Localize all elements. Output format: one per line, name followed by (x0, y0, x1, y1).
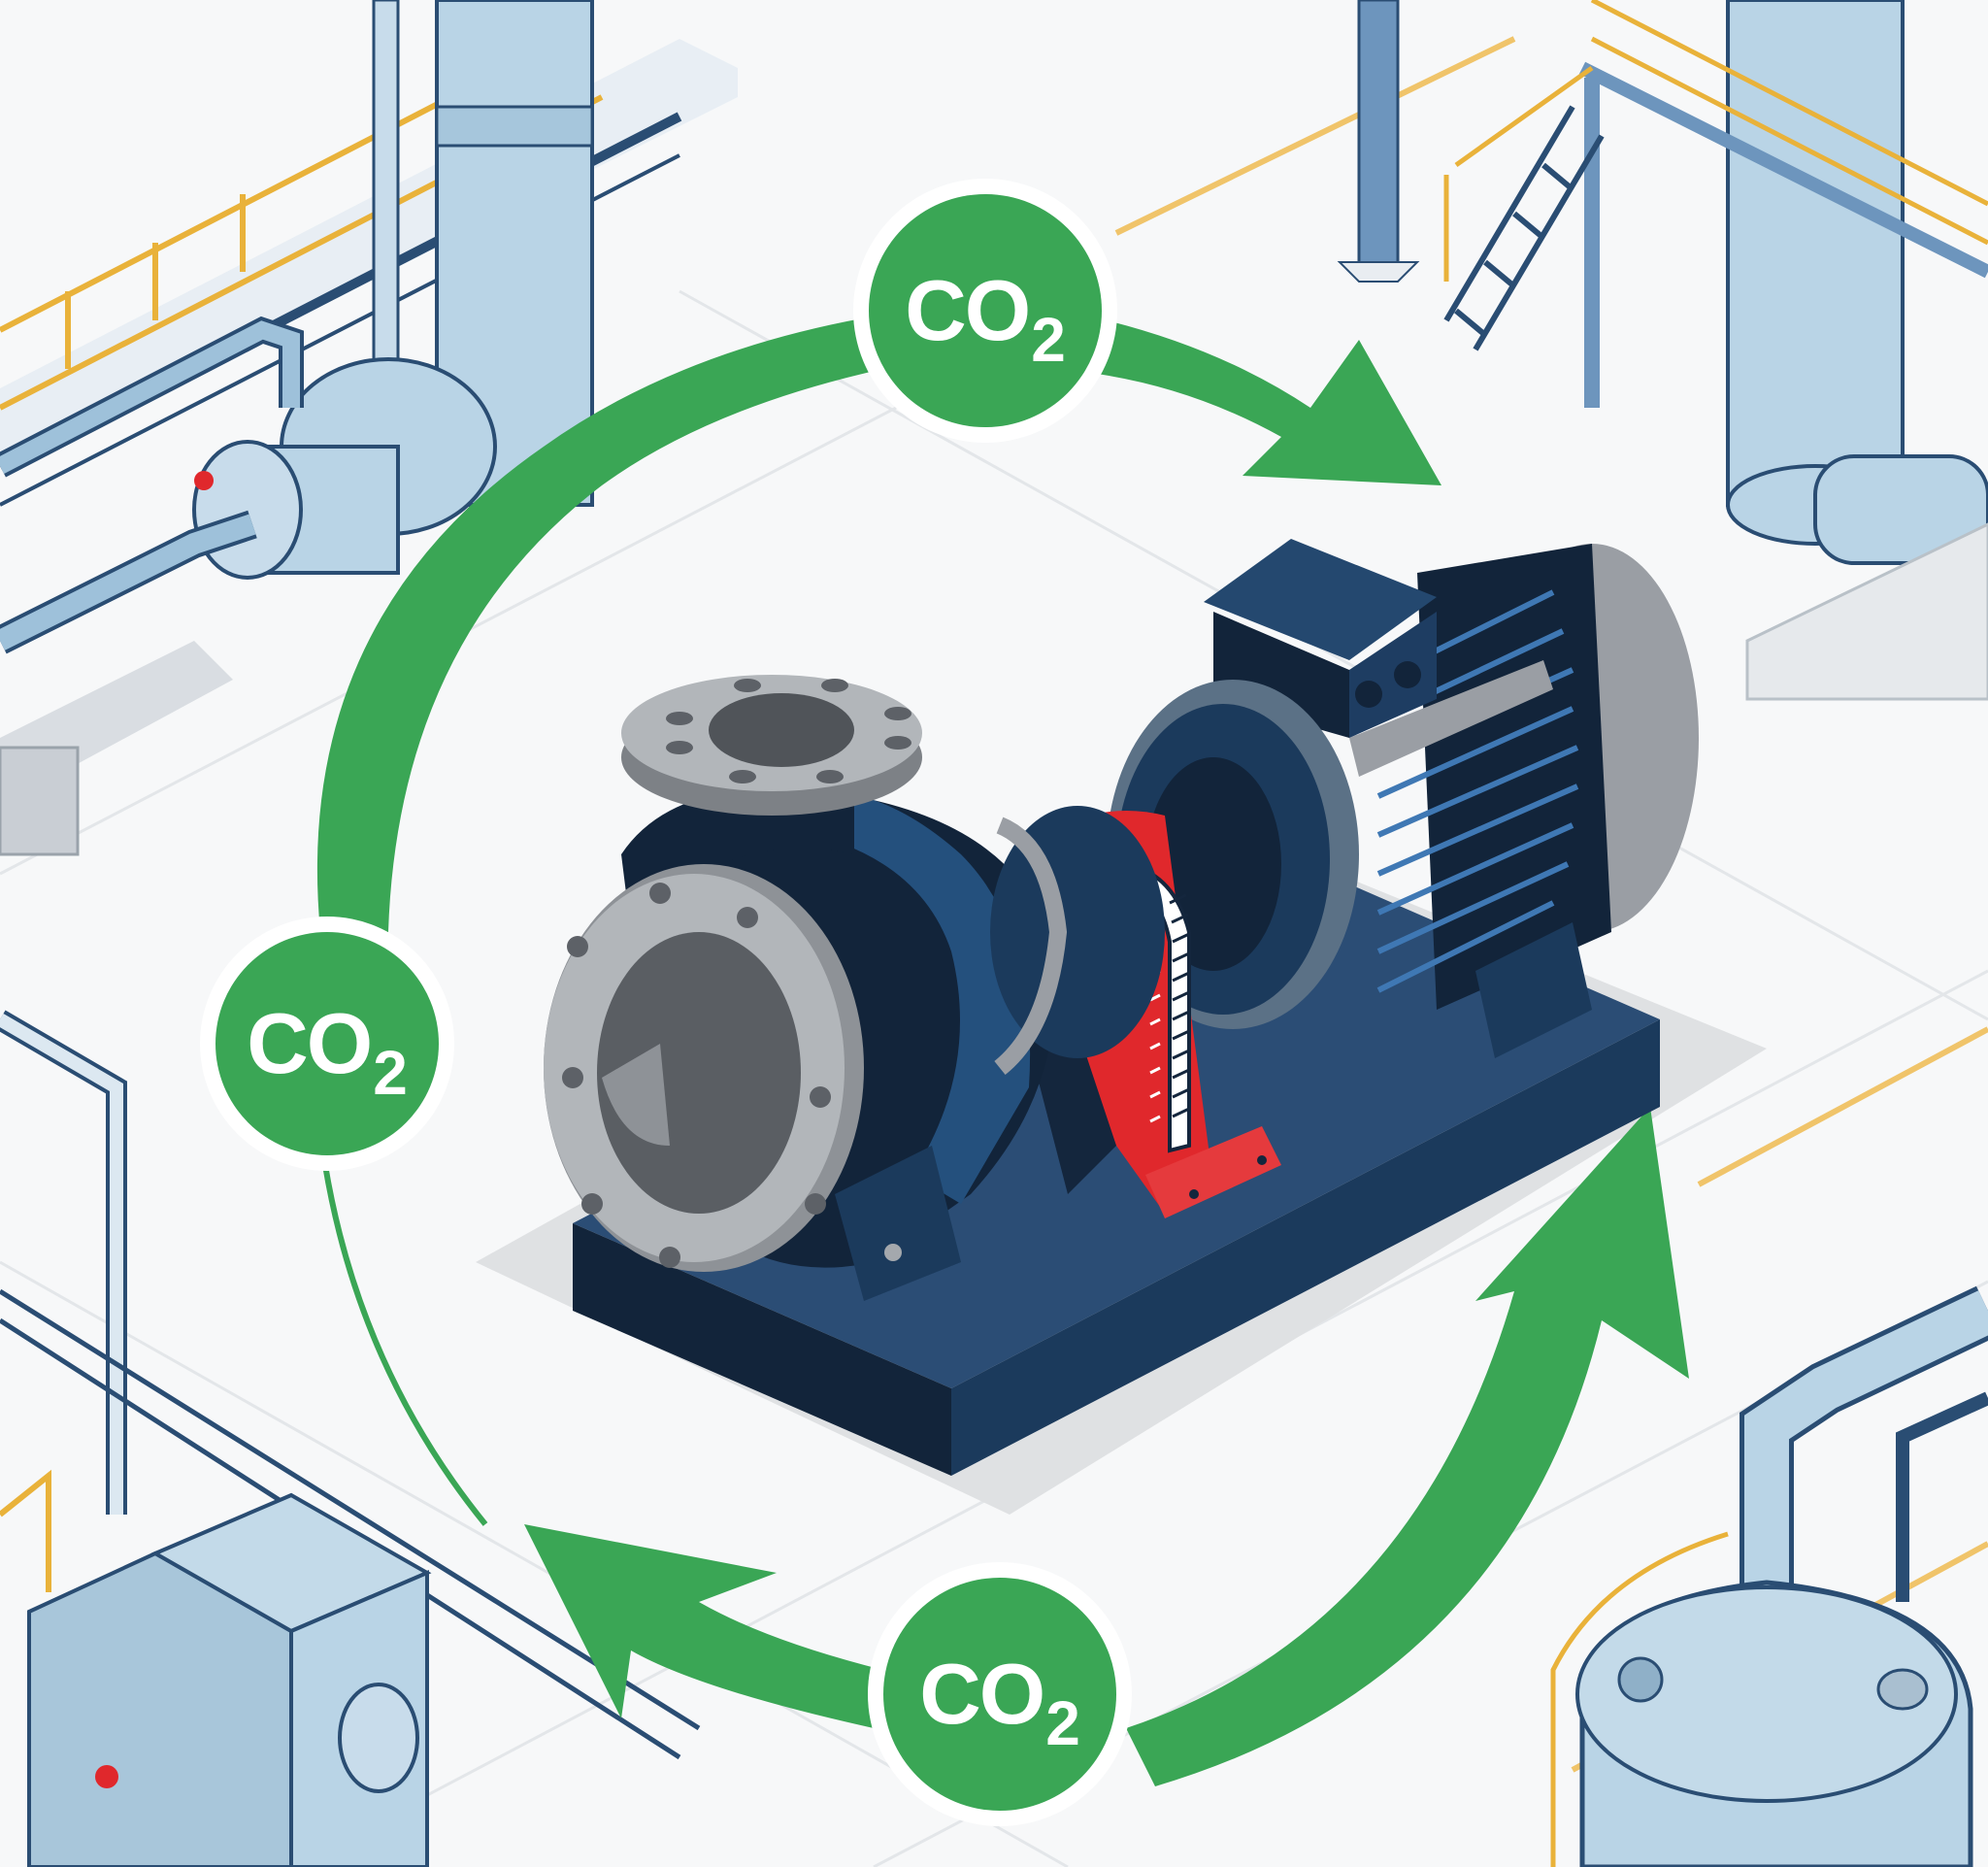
bottom-right-equipment (1550, 1285, 1988, 1867)
arrow-top-right (1097, 320, 1441, 485)
pump-volute (544, 675, 1165, 1301)
arrow-bottom-right (1126, 1107, 1689, 1786)
co2-badge-subscript: 2 (373, 1038, 408, 1108)
arrow-bottom-left (524, 1524, 883, 1728)
co2-badge-subscript: 2 (1045, 1688, 1080, 1758)
electric-motor (1107, 539, 1699, 1058)
top-right-equipment (1337, 0, 1988, 701)
top-left-equipment (0, 0, 738, 856)
arrow-top-left-arc (316, 316, 883, 932)
co2-badge-formula: CO (919, 1646, 1045, 1742)
co2-badge-formula: CO (247, 995, 373, 1091)
arrow-left-thin-arc (322, 1164, 488, 1526)
co2-badge-subscript: 2 (1031, 305, 1066, 375)
co2-badge-formula: CO (905, 262, 1031, 358)
bottom-left-equipment (0, 1010, 701, 1867)
co2-cycle-arrows (316, 316, 1689, 1786)
